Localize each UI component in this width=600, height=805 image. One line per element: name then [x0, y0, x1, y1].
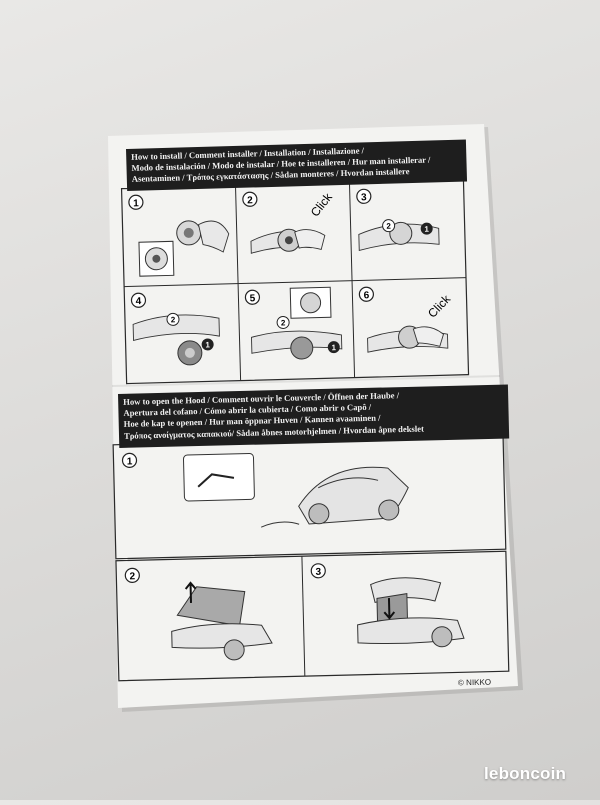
hood-steps-grid: 1 2 3 — [112, 434, 510, 682]
sub-marker: 1 — [424, 225, 429, 234]
sub-marker: 2 — [386, 222, 391, 231]
sub-marker: 2 — [281, 318, 286, 327]
step-number: 1 — [133, 198, 139, 209]
install-step-3: 3 2 1 — [356, 188, 440, 252]
hood-step23-frame — [115, 550, 510, 682]
step-number: 6 — [364, 290, 370, 301]
install-step-4: 4 2 1 — [130, 292, 220, 366]
hood-step-1: 1 — [121, 452, 409, 528]
sub-marker: 1 — [205, 340, 210, 349]
paper-fold — [111, 375, 501, 387]
watermark: leboncoin — [484, 764, 567, 783]
step-number: 1 — [127, 456, 133, 467]
hood-instructions-banner: How to open the Hood / Comment ouvrir le… — [118, 384, 510, 448]
hood-step-3: 3 — [310, 563, 465, 648]
install-step-5: 5 2 1 — [244, 286, 343, 360]
step-number: 3 — [315, 567, 321, 578]
grid-divider-h — [124, 277, 467, 288]
sub-marker: 1 — [331, 343, 336, 352]
step-number: 5 — [250, 293, 256, 304]
sub-marker: 2 — [171, 315, 176, 324]
hood-divider — [301, 556, 306, 677]
hood-step-2: 2 — [124, 567, 273, 661]
step-number: 2 — [247, 195, 253, 206]
step-number: 2 — [129, 571, 135, 582]
copyright-text: © NIKKO — [457, 677, 492, 688]
detail-inset — [182, 452, 255, 502]
step-number: 4 — [136, 296, 142, 307]
install-step-1: 1 — [128, 194, 230, 277]
step-number: 3 — [361, 192, 367, 203]
